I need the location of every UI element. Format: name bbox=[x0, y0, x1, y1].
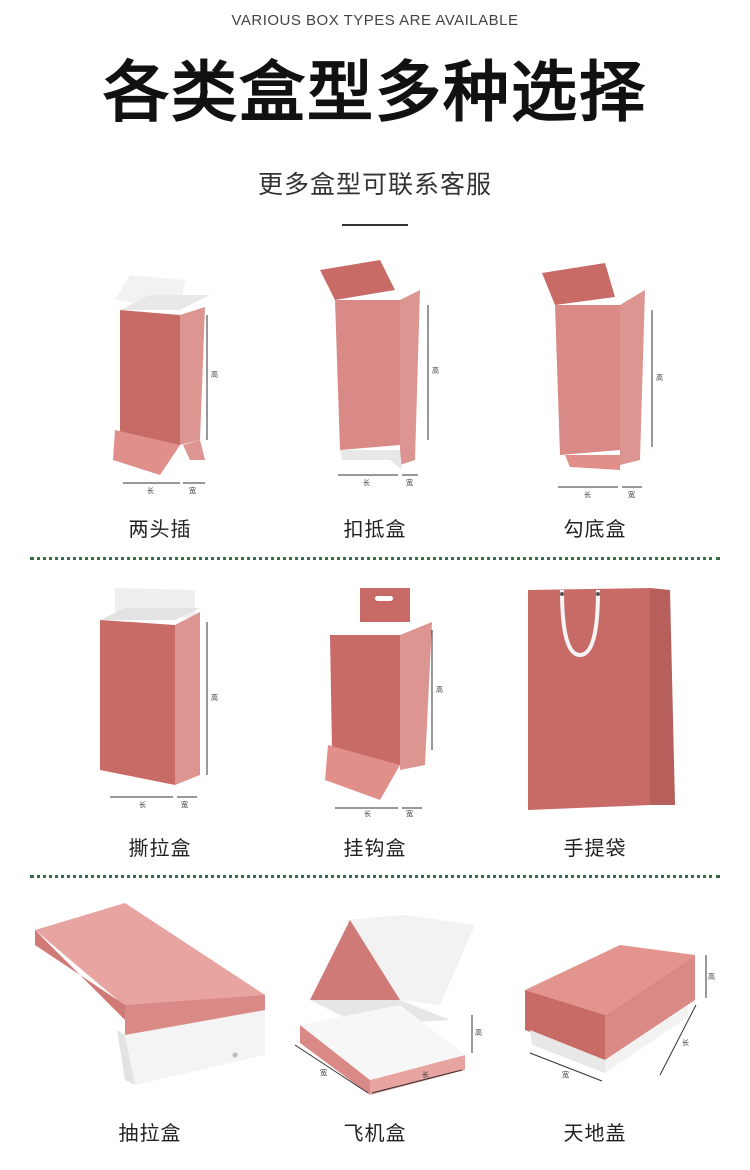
box-type-label: 手提袋 bbox=[563, 836, 627, 860]
length-mark: 长 bbox=[147, 486, 154, 495]
width-mark: 宽 bbox=[189, 486, 196, 495]
double-tuck-box-illustration: 高 长 宽 bbox=[113, 275, 218, 495]
box-type-card-9: 高 长 宽 天地盖 bbox=[470, 895, 720, 1155]
height-mark: 高 bbox=[211, 693, 218, 702]
width-mark: 宽 bbox=[406, 809, 413, 818]
height-mark: 高 bbox=[436, 685, 443, 694]
box-type-label: 扣抵盒 bbox=[343, 517, 407, 541]
height-mark: 高 bbox=[656, 373, 663, 382]
width-mark: 宽 bbox=[181, 800, 188, 809]
drawer-box-illustration bbox=[35, 903, 265, 1085]
title-underline bbox=[342, 224, 408, 226]
paper-bag-illustration bbox=[528, 588, 675, 810]
box-type-card-5: 高 长 宽 挂钩盒 bbox=[250, 580, 500, 865]
box-type-card-6: 手提袋 bbox=[470, 580, 720, 865]
box-type-card-1: 高 长 宽 两头插 bbox=[35, 255, 285, 545]
height-mark: 高 bbox=[211, 370, 218, 379]
length-mark: 长 bbox=[363, 478, 370, 487]
width-mark: 宽 bbox=[562, 1070, 569, 1079]
box-type-label: 挂钩盒 bbox=[343, 836, 407, 860]
snap-lock-box-illustration: 高 长 宽 bbox=[320, 260, 439, 487]
box-type-card-2: 高 长 宽 扣抵盒 bbox=[250, 255, 500, 545]
box-type-label: 勾底盒 bbox=[563, 517, 627, 541]
box-type-card-4: 高 长 宽 撕拉盒 bbox=[35, 580, 285, 865]
height-mark: 高 bbox=[708, 972, 715, 981]
box-type-card-3: 高 长 宽 勾底盒 bbox=[470, 255, 720, 545]
box-type-label: 撕拉盒 bbox=[128, 836, 192, 860]
length-mark: 长 bbox=[584, 490, 591, 499]
page-title: 各类盒型多种选择 bbox=[103, 54, 647, 131]
height-mark: 高 bbox=[432, 366, 439, 375]
lid-and-base-box-illustration: 高 长 宽 bbox=[525, 945, 715, 1082]
length-mark: 长 bbox=[364, 809, 371, 818]
length-mark: 长 bbox=[422, 1070, 429, 1079]
box-type-label: 抽拉盒 bbox=[118, 1121, 182, 1145]
height-mark: 高 bbox=[475, 1028, 482, 1037]
width-mark: 宽 bbox=[628, 490, 635, 499]
tear-strip-box-illustration: 高 长 宽 bbox=[100, 588, 218, 809]
width-mark: 宽 bbox=[406, 478, 413, 487]
hang-tab-box-illustration: 高 长 宽 bbox=[325, 588, 443, 818]
length-mark: 长 bbox=[682, 1038, 689, 1047]
box-type-card-7: 抽拉盒 bbox=[25, 895, 275, 1155]
row-divider bbox=[30, 557, 720, 560]
box-type-label: 两头插 bbox=[128, 517, 192, 541]
box-type-label: 飞机盒 bbox=[343, 1121, 407, 1145]
page-subtitle: 更多盒型可联系客服 bbox=[257, 170, 492, 199]
english-title: VARIOUS BOX TYPES ARE AVAILABLE bbox=[231, 12, 519, 29]
crash-lock-box-illustration: 高 长 宽 bbox=[542, 263, 663, 499]
box-type-label: 天地盖 bbox=[563, 1121, 627, 1145]
width-mark: 宽 bbox=[320, 1068, 327, 1077]
length-mark: 长 bbox=[139, 800, 146, 809]
row-divider bbox=[30, 875, 720, 878]
box-type-card-8: 宽 长 高 飞机盒 bbox=[250, 895, 500, 1155]
mailer-box-illustration: 宽 长 高 bbox=[294, 915, 482, 1095]
